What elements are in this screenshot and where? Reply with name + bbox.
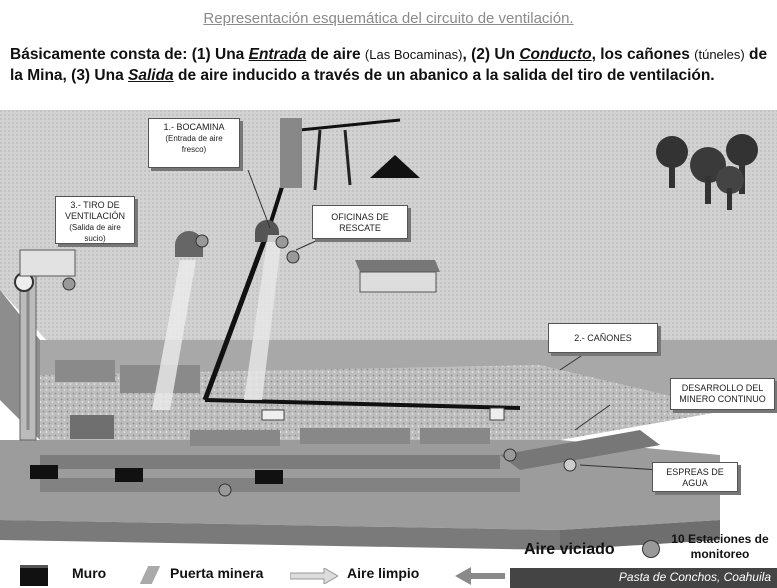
- fan-housing: [19, 249, 76, 277]
- pillar: [55, 360, 115, 382]
- clean-air-beam: [152, 260, 196, 410]
- wall-muro: [115, 468, 143, 482]
- callout-espreas-label: ESPREAS DE AGUA: [666, 467, 724, 488]
- legend-muro-icon: [20, 565, 48, 586]
- monitoring-station: [503, 448, 517, 462]
- tunnel-2: [40, 478, 520, 492]
- conveyor-underground: [204, 398, 521, 410]
- callout-bocamina: 1.- BOCAMINA (Entrada de aire fresco): [148, 118, 240, 168]
- conveyor-incline: [202, 224, 273, 401]
- monitoring-station: [563, 458, 577, 472]
- trees: [656, 134, 758, 210]
- callout-tiro-title: 3.- TIRO DE VENTILACIÓN: [64, 200, 125, 221]
- rescue-office: [359, 271, 437, 293]
- headframe: [280, 118, 302, 188]
- miner-equipment: [261, 409, 285, 421]
- monitoring-station: [275, 235, 289, 249]
- legend-door-icon: [139, 566, 161, 584]
- rescue-office-roof: [355, 260, 440, 272]
- intro-part-3: , (2) Un: [462, 46, 520, 63]
- monitoring-station: [286, 250, 300, 264]
- intro-part-2: de aire: [306, 46, 365, 63]
- callout-espreas: ESPREAS DE AGUA: [652, 462, 738, 492]
- intro-salida: Salida: [128, 67, 174, 84]
- callout-desarrollo-label: DESARROLLO DEL MINERO CONTINUO: [679, 383, 766, 404]
- diagram-title: Representación esquemática del circuito …: [203, 10, 574, 27]
- legend-puerta: Puerta minera: [170, 565, 264, 581]
- callout-canones-label: 2.- CAÑONES: [574, 333, 632, 343]
- tunnel-diagonal: [500, 430, 660, 470]
- mine-scene: [0, 110, 777, 550]
- footer-caption: Pasta de Conchos, Coahuila: [618, 570, 771, 584]
- intro-entrada: Entrada: [248, 46, 307, 63]
- callout-canones: 2.- CAÑONES: [548, 323, 658, 353]
- legend-station-icon: [642, 540, 660, 558]
- wall-muro: [255, 470, 283, 484]
- tunnel-1: [40, 455, 500, 469]
- intro-part-6: de aire inducido a través de un abanico …: [173, 67, 715, 84]
- callout-tiro: 3.- TIRO DE VENTILACIÓN (Salida de aire …: [55, 196, 135, 244]
- headframe-leg: [313, 129, 322, 191]
- legend-dirty-air-arrow-icon: [455, 567, 505, 585]
- callout-tiro-sub: (Salida de aire sucio): [69, 223, 121, 243]
- legend-aire-viciado: Aire viciado: [524, 541, 615, 558]
- hopper: [370, 155, 420, 178]
- clean-air-beam: [244, 235, 282, 400]
- conveyor-top: [299, 118, 401, 132]
- pillar: [420, 428, 490, 444]
- callout-pointer: [559, 349, 591, 371]
- portal: [175, 231, 203, 257]
- intro-tuneles: (túneles): [694, 47, 745, 62]
- legend-estaciones: 10 Estaciones de monitoreo: [671, 532, 769, 561]
- callout-desarrollo: DESARROLLO DEL MINERO CONTINUO: [670, 378, 775, 410]
- legend-aire-limpio: Aire limpio: [347, 565, 420, 581]
- mine-front: [0, 520, 560, 550]
- monitoring-station: [195, 234, 209, 248]
- callout-oficinas: OFICINAS DE RESCATE: [312, 205, 408, 239]
- legend-muro: Muro: [72, 565, 107, 581]
- pillar: [300, 428, 410, 444]
- headframe-leg: [343, 129, 352, 186]
- pillar: [190, 430, 280, 446]
- intro-part-5: de la Mina, (3) Una: [10, 46, 768, 84]
- monitoring-station: [218, 483, 232, 497]
- callout-bocamina-sub: (Entrada de aire fresco): [165, 134, 223, 154]
- callout-oficinas-label: OFICINAS DE RESCATE: [331, 212, 389, 233]
- intro-part-4: , los cañones: [591, 46, 695, 63]
- legend-clean-air-arrow-icon: [290, 568, 338, 584]
- callout-bocamina-title: 1.- BOCAMINA: [163, 122, 225, 132]
- monitoring-station: [62, 277, 76, 291]
- intro-conducto: Conducto: [519, 46, 592, 63]
- wall-muro: [30, 465, 58, 479]
- callout-pointer: [247, 169, 271, 229]
- callout-pointer: [579, 464, 661, 471]
- footer-bar: Pasta de Conchos, Coahuila: [510, 568, 777, 588]
- callout-pointer: [574, 404, 611, 431]
- intro-bocaminas: (Las Bocaminas): [364, 47, 463, 62]
- miner-equipment: [489, 407, 505, 421]
- intro-part-1: Básicamente consta de: (1) Una: [10, 46, 249, 63]
- intro-text: Básicamente consta de: (1) Una Entrada d…: [10, 44, 770, 86]
- pillar: [70, 415, 114, 439]
- mine-right-face: [560, 520, 720, 550]
